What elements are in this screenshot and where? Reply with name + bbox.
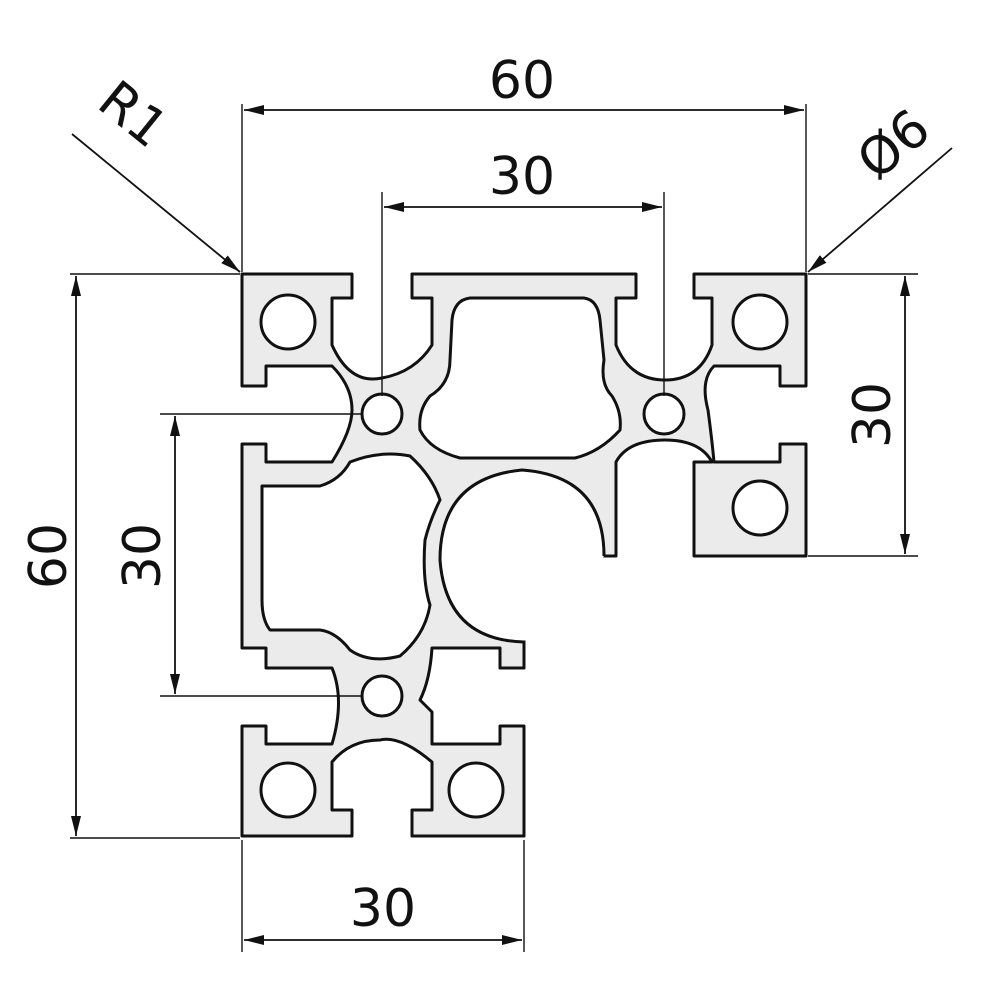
corner-hole-right-bottom xyxy=(731,479,789,537)
label-corner-radius: R1 xyxy=(87,70,179,160)
label-hole-diameter: Ø6 xyxy=(846,98,941,192)
label-bottom-width: 30 xyxy=(350,879,416,939)
node-hole-lower-left xyxy=(360,674,404,718)
corner-hole-top-right xyxy=(731,293,789,351)
label-overall-width: 60 xyxy=(489,51,555,111)
left-cavity xyxy=(260,452,442,661)
profile-cross-section xyxy=(240,272,808,838)
corner-hole-top-left xyxy=(259,293,317,351)
label-right-height: 30 xyxy=(843,382,903,448)
node-hole-upper-right xyxy=(642,392,686,436)
label-top-spacing: 30 xyxy=(489,147,555,207)
node-hole-upper-left xyxy=(360,392,404,436)
corner-hole-bottom-left xyxy=(259,761,317,819)
dimension-labels: 60 30 60 30 30 30 R1 Ø6 xyxy=(19,51,942,939)
upper-cavity xyxy=(418,296,622,460)
leader-corner-radius xyxy=(71,133,241,273)
label-left-spacing: 30 xyxy=(113,523,173,589)
label-overall-height: 60 xyxy=(19,523,79,589)
corner-hole-bottom-right xyxy=(447,761,505,819)
center-bore xyxy=(438,468,606,668)
dimension-lines xyxy=(71,105,953,945)
leader-hole-diameter xyxy=(807,147,953,273)
extension-lines xyxy=(70,104,918,952)
